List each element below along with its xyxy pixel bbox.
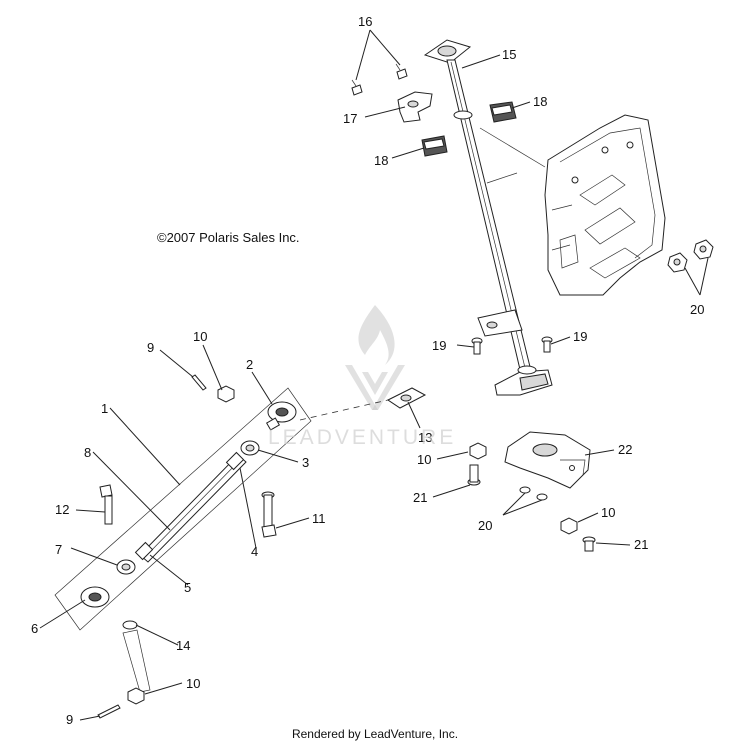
callout-20: 20 <box>478 518 492 533</box>
callout-3: 3 <box>302 455 309 470</box>
callout-13: 13 <box>418 430 432 445</box>
frame-bracket <box>544 114 666 296</box>
callout-1: 1 <box>101 401 108 416</box>
footer-credit: Rendered by LeadVenture, Inc. <box>291 727 459 741</box>
copyright-notice: ©2007 Polaris Sales Inc. <box>157 230 300 245</box>
callout-18: 18 <box>533 94 547 109</box>
rod-end-6 <box>80 586 110 608</box>
plate-13 <box>387 387 427 409</box>
nut-10-right <box>469 442 487 460</box>
clamp-17 <box>397 91 433 123</box>
callout-9: 9 <box>147 340 154 355</box>
washer-20-b <box>536 493 548 501</box>
tie-rod-tube <box>134 451 247 563</box>
bolt-11 <box>261 491 277 538</box>
ball-joint-7 <box>116 559 136 575</box>
bolt-12 <box>99 484 113 525</box>
bushing-18-upper <box>489 101 517 123</box>
callout-15: 15 <box>502 47 516 62</box>
callout-21: 21 <box>413 490 427 505</box>
callout-9: 9 <box>66 712 73 727</box>
callout-11: 11 <box>312 511 326 526</box>
bolt-21-lower <box>582 536 596 552</box>
callout-19: 19 <box>432 338 446 353</box>
callout-16: 16 <box>358 14 372 29</box>
callout-10: 10 <box>193 329 207 344</box>
bolt-21-upper <box>467 464 481 486</box>
callout-14: 14 <box>176 638 190 653</box>
assembly-outline <box>54 387 312 631</box>
steering-column <box>423 39 553 396</box>
bolt-19-right <box>541 336 553 353</box>
callout-20: 20 <box>690 302 704 317</box>
watermark-logo <box>345 305 405 410</box>
cotter-pin-9-upper <box>191 374 207 391</box>
callout-7: 7 <box>55 542 62 557</box>
callout-17: 17 <box>343 111 357 126</box>
boot-14 <box>122 620 151 693</box>
bolt-16-left <box>351 79 363 96</box>
callout-10: 10 <box>417 452 431 467</box>
callout-10: 10 <box>186 676 200 691</box>
bolt-16-right <box>395 63 408 80</box>
callout-6: 6 <box>31 621 38 636</box>
cotter-pin-9-lower <box>97 704 121 719</box>
nut-20-b <box>693 239 714 260</box>
ball-joint-3 <box>240 440 260 456</box>
rod-end-2 <box>265 401 297 431</box>
callout-labels: 16 15 17 18 18 20 19 19 13 22 10 21 20 1… <box>31 14 704 727</box>
callout-12: 12 <box>55 502 69 517</box>
callout-2: 2 <box>246 357 253 372</box>
watermark-text: LEADVENTURE <box>268 426 457 449</box>
callout-21: 21 <box>634 537 648 552</box>
leader-lines <box>39 29 709 721</box>
callout-18: 18 <box>374 153 388 168</box>
callout-8: 8 <box>84 445 91 460</box>
bracket-22 <box>504 431 591 489</box>
nut-10-lower <box>560 517 578 535</box>
bolt-19-left <box>471 337 483 355</box>
nut-10-upper <box>217 385 235 403</box>
callout-19: 19 <box>573 329 587 344</box>
callout-5: 5 <box>184 580 191 595</box>
callout-22: 22 <box>618 442 632 457</box>
bushing-18-lower <box>421 135 448 157</box>
nut-20-a <box>667 252 688 273</box>
callout-10: 10 <box>601 505 615 520</box>
nut-10-lower-left <box>127 687 145 705</box>
callout-4: 4 <box>251 544 258 559</box>
washer-20-a <box>519 486 531 494</box>
